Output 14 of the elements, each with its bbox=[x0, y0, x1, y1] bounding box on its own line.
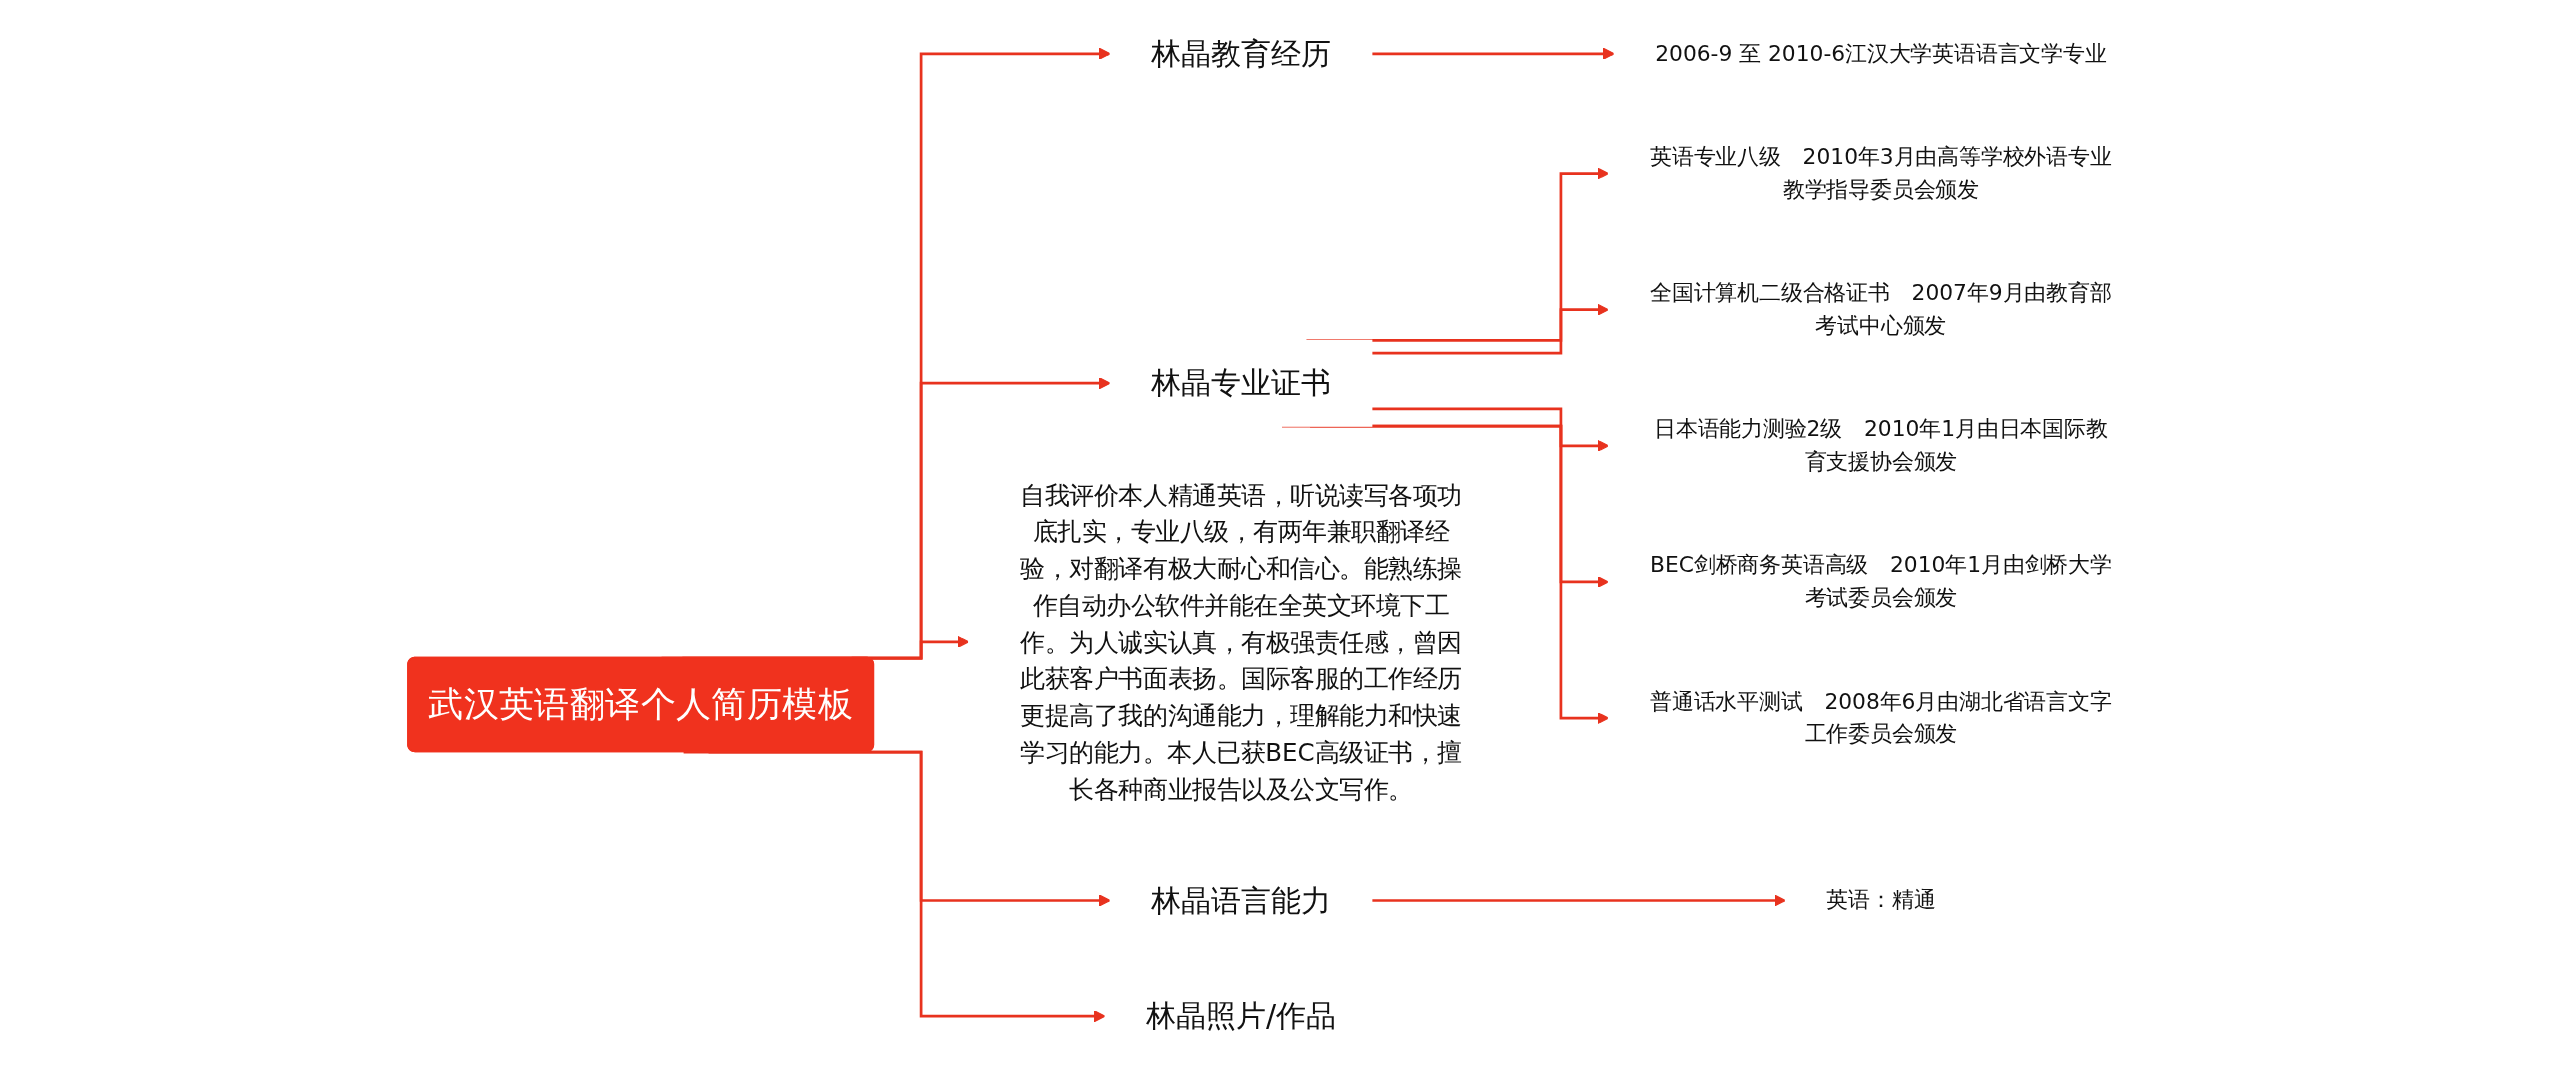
node-text: 林晶照片/作品 bbox=[1145, 999, 1336, 1034]
node-text: 普通话水平测试 2008年6月由湖北省语言文字工作委员会颁发 bbox=[1649, 688, 2112, 747]
node-text: 林晶语言能力 bbox=[1150, 883, 1331, 918]
node-text: 英语：精通 bbox=[1825, 886, 1935, 913]
arrow bbox=[1371, 303, 1609, 355]
node-text: 2006-9 至 2010-6江汉大学英语语言文学专业 bbox=[1654, 40, 2106, 67]
arrow bbox=[1371, 894, 1786, 907]
node-text: 林晶教育经历 bbox=[1150, 36, 1331, 71]
node-text: 自我评价本人精通英语，听说读写各项功底扎实，专业八级，有两年兼职翻译经验，对翻译有极大耐心和信心。能熟练操作自动办公软件并能在全英文环境下工作。为人诚实认真，有极强责任感，曾因此获客户书面表扬。国际客服的工作经历更提高了我的沟通能力，理解能力和快速学习的能力。本人已获BEC高级证书，擅长各种商业报告以及公文写作。 bbox=[1019, 480, 1462, 804]
node-text: 英语专业八级 2010年3月由高等学校外语专业教学指导委员会颁发 bbox=[1649, 143, 2112, 203]
node-text: 日本语能力测验2级 2010年1月由日本国际教育支援协会颁发 bbox=[1653, 415, 2108, 475]
node-text: 全国计算机二级合格证书 2007年9月由教育部考试中心颁发 bbox=[1649, 279, 2112, 339]
arrow bbox=[1371, 407, 1609, 452]
node-text: BEC剑桥商务英语高级 2010年1月由剑桥大学考试委员会颁发 bbox=[1649, 552, 2112, 611]
